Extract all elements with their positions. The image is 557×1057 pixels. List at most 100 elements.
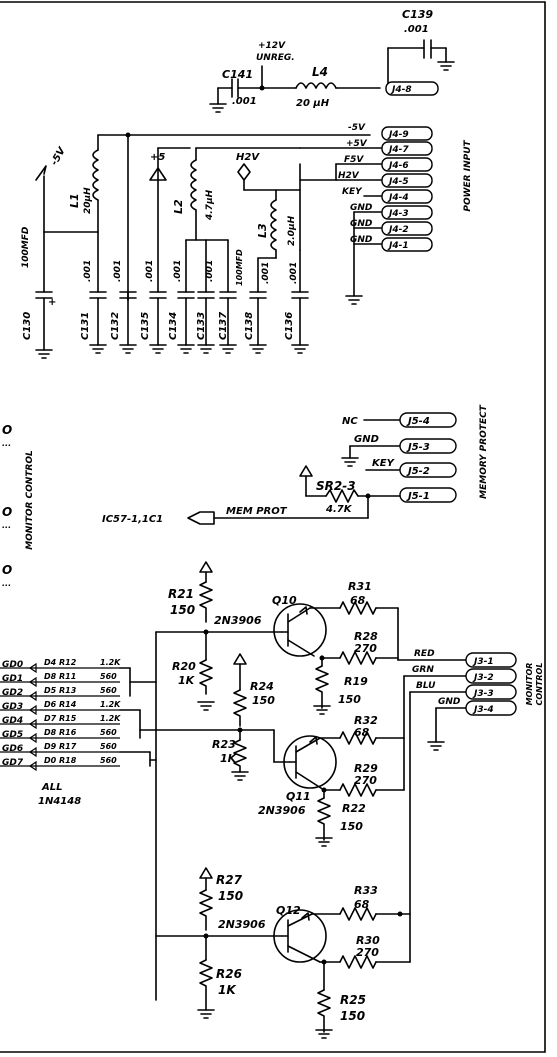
svg-text:+5V: +5V [346, 139, 368, 149]
svg-text:J3-4: J3-4 [472, 705, 494, 715]
svg-text:1K: 1K [178, 674, 196, 687]
svg-text:R33: R33 [354, 884, 378, 897]
svg-text:J3-3: J3-3 [472, 689, 494, 699]
svg-text:J4-5: J4-5 [387, 177, 409, 187]
svg-text:R20: R20 [172, 660, 196, 673]
svg-text:150: 150 [170, 603, 195, 617]
svg-text:R23: R23 [212, 738, 236, 751]
svg-text:J5-3: J5-3 [406, 442, 430, 453]
r25-resistor [317, 989, 331, 1033]
j4-connector-block: -5V J4-9 +5V J4-7 F5V J4-6 H2V J4-5 KEY … [299, 123, 433, 305]
ground-icon [197, 1009, 215, 1019]
q10-transistor [273, 603, 327, 657]
svg-text:BLU: BLU [416, 681, 436, 691]
svg-text:150: 150 [340, 820, 363, 833]
ground-icon [249, 344, 267, 354]
c133-value: .001 [205, 260, 215, 282]
q11-transistor [283, 735, 337, 789]
svg-text:H2V: H2V [338, 171, 360, 181]
svg-text:150: 150 [252, 694, 275, 707]
ground-icon [177, 344, 195, 354]
r24-resistor [233, 689, 247, 727]
svg-text:D5 R13: D5 R13 [44, 686, 77, 695]
svg-text:GRN: GRN [412, 665, 434, 675]
connector-j3-1 [465, 652, 517, 668]
svg-text:R28: R28 [354, 630, 378, 643]
c132-value: .001 [113, 260, 123, 282]
mem-prot-arrow-icon [187, 511, 215, 525]
q12-stage: R27 150 R26 1K Q12 2N3906 R33 68 [149, 691, 411, 1039]
monitor-control-title-1: MONITOR [525, 663, 534, 706]
q10-ref: Q10 [272, 594, 297, 607]
svg-text:R21: R21 [168, 587, 194, 601]
svg-text:D7 R15: D7 R15 [44, 714, 77, 723]
svg-text:1K: 1K [218, 983, 237, 997]
svg-text:-5V: -5V [348, 123, 366, 133]
svg-text:1.2K: 1.2K [100, 700, 121, 709]
svg-text:R19: R19 [344, 675, 368, 688]
diode-icon [28, 662, 37, 772]
svg-text:O: O [2, 423, 12, 437]
c133-ref: C133 [196, 312, 207, 340]
l4-ref: L4 [312, 65, 328, 79]
l1-coil [92, 149, 99, 201]
pullup-triangle-icon [233, 653, 247, 665]
svg-text:150: 150 [218, 889, 243, 903]
svg-text:J4-2: J4-2 [387, 225, 409, 235]
c137-value: 100MFD [235, 249, 244, 286]
connector-j3-3 [465, 684, 517, 700]
gd6-label: GD6 [2, 744, 23, 754]
c130-ref: C130 [22, 312, 33, 340]
l2-value: 4.7µH [205, 189, 215, 221]
c138-value: .001 [261, 262, 271, 284]
svg-text:R25: R25 [340, 993, 366, 1007]
j3-output-block: RED J3-1 GRN J3-2 BLU J3-3 GND J3-4 MONI… [397, 649, 544, 751]
svg-text:68: 68 [354, 898, 370, 911]
svg-text:KEY: KEY [342, 187, 363, 197]
svg-text:D6 R14: D6 R14 [44, 700, 77, 709]
gd7-label: GD7 [2, 758, 24, 768]
rail-h2v-diamond-icon [237, 163, 251, 181]
pullup-triangle-icon [299, 465, 313, 477]
r26-resistor [199, 959, 213, 1011]
l3-ref: L3 [256, 223, 269, 238]
gd4-label: GD4 [2, 716, 23, 726]
svg-text:R26: R26 [216, 967, 242, 981]
svg-text:GND: GND [350, 219, 373, 229]
svg-text:560: 560 [100, 728, 117, 737]
ground-icon [197, 344, 215, 354]
connector-j3-2 [465, 668, 517, 684]
ic57-label: IC57-1,1C1 [102, 514, 163, 525]
svg-text:J4-7: J4-7 [387, 145, 409, 155]
svg-text:J5-2: J5-2 [406, 466, 430, 477]
svg-text:J3-1: J3-1 [472, 657, 494, 667]
l3-coil [270, 199, 277, 251]
svg-text:R27: R27 [216, 873, 243, 887]
gd-input-ladder: GD0 GD1 GD2 GD3 GD4 GD5 GD6 GD7 D4 R12 D… [0, 658, 151, 807]
r19-resistor [315, 665, 329, 709]
svg-text:560: 560 [100, 686, 117, 695]
svg-text:150: 150 [338, 693, 361, 706]
rail-h2v-label: H2V [236, 152, 260, 163]
svg-text:D0 R18: D0 R18 [44, 756, 77, 765]
pullup-triangle-icon [199, 561, 213, 573]
c136-ref: C136 [284, 312, 295, 340]
connector-j4-4 [381, 189, 433, 204]
ground-icon [219, 344, 237, 354]
connector-j5-1 [399, 487, 457, 503]
q11-stage: R24 150 R23 1K Q11 2N3906 R32 68 [139, 653, 405, 847]
svg-text:GND: GND [350, 235, 373, 245]
svg-text:150: 150 [340, 1009, 365, 1023]
connector-j5-2 [399, 462, 457, 478]
svg-text:J5-1: J5-1 [406, 491, 430, 502]
q10-type: 2N3906 [214, 614, 262, 627]
ground-icon [35, 349, 53, 359]
svg-text:R30: R30 [356, 934, 380, 947]
svg-text:270: 270 [354, 642, 377, 655]
r33-resistor [339, 907, 377, 921]
c141-value: .001 [232, 96, 257, 107]
svg-text:68: 68 [350, 594, 366, 607]
monitor-control-title-2: CONTROL [535, 663, 544, 706]
c134-ref: C134 [168, 312, 179, 340]
